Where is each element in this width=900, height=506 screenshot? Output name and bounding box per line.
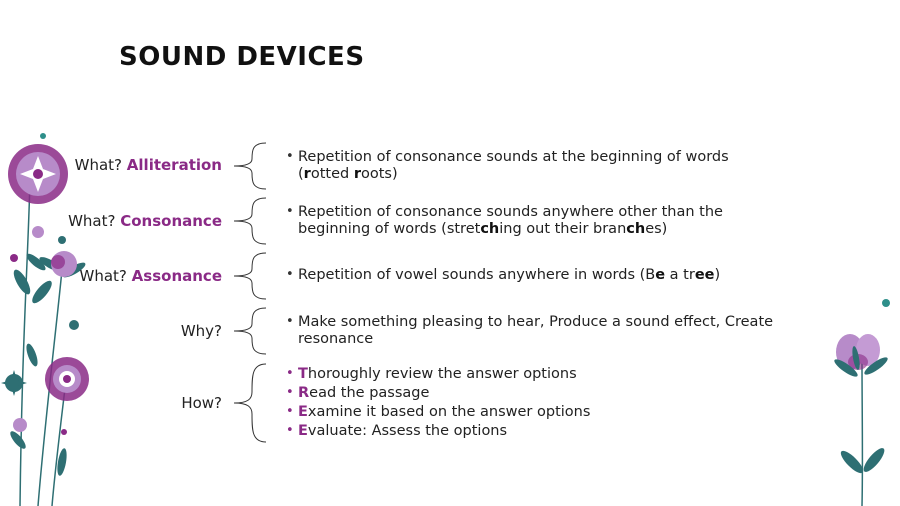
bullets-consonance: Repetition of consonance sounds anywhere… [286,203,776,240]
row-term: Consonance [120,212,222,230]
page-title: SOUND DEVICES [119,42,365,72]
list-item: Repetition of vowel sounds anywhere in w… [286,266,776,284]
row-question: How? [181,394,222,412]
list-item: Examine it based on the answer options [286,403,776,421]
row-question: What? [79,267,127,285]
row-label-consonance: What? Consonance [68,212,222,230]
brace-icon [233,197,267,245]
brace-icon [233,363,267,443]
row-label-alliteration: What? Alliteration [75,156,222,174]
list-item: Thoroughly review the answer options [286,365,776,383]
row-term: Assonance [131,267,222,285]
brace-icon [233,307,267,355]
list-item: Make something pleasing to hear, Produce… [286,313,776,348]
row-question: What? [74,156,123,174]
brace-icon [233,142,267,190]
list-item: Repetition of consonance sounds at the b… [286,148,776,183]
list-item: Evaluate: Assess the options [286,422,776,440]
bullets-why: Make something pleasing to hear, Produce… [286,313,776,350]
row-label-why: Why? [181,322,222,340]
bullets-assonance: Repetition of vowel sounds anywhere in w… [286,266,776,286]
brace-icon [233,252,267,300]
row-label-assonance: What? Assonance [80,267,222,285]
row-term: Alliteration [126,156,222,174]
list-item: Read the passage [286,384,776,402]
row-label-how: How? [181,394,222,412]
bullets-how: Thoroughly review the answer options Rea… [286,365,776,442]
list-item: Repetition of consonance sounds anywhere… [286,203,776,238]
bullets-alliteration: Repetition of consonance sounds at the b… [286,148,776,185]
row-question: What? [68,212,116,230]
row-question: Why? [180,322,222,340]
